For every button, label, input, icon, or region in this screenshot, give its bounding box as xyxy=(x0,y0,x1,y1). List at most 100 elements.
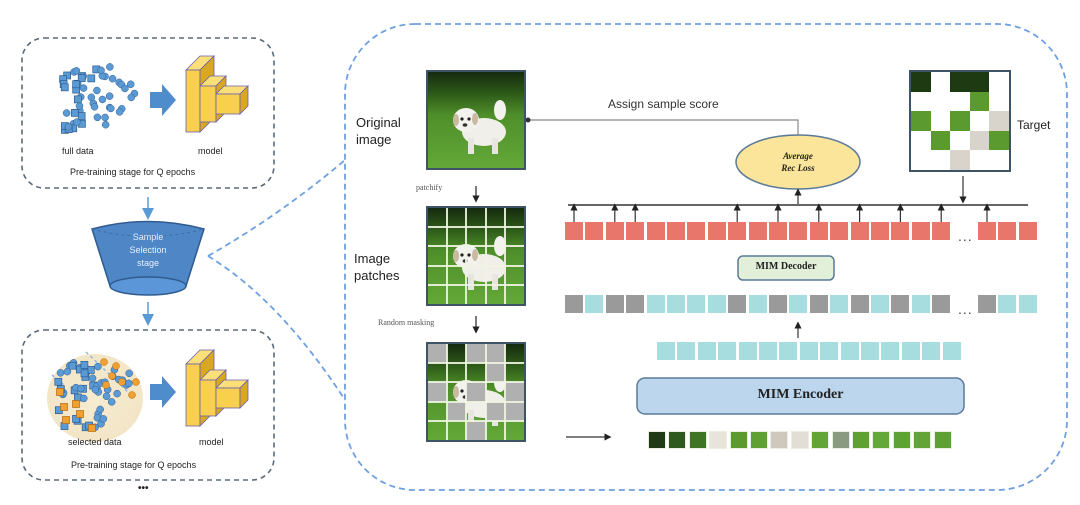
reconstruction-token xyxy=(891,222,910,240)
data-to-model-arrow-2 xyxy=(150,376,176,408)
empty-cell xyxy=(931,111,951,131)
data-to-model-arrow-1 xyxy=(150,84,176,116)
visible-patch xyxy=(648,431,666,449)
encoder-output-token xyxy=(657,342,675,360)
target-patch xyxy=(930,130,951,151)
visible-token xyxy=(667,295,685,313)
empty-cell xyxy=(911,92,931,112)
reconstruction-ellipsis: ... xyxy=(958,228,973,244)
reconstruction-token xyxy=(626,222,645,240)
mask-token xyxy=(728,295,747,313)
reconstruction-token xyxy=(830,222,849,240)
patch-gridline xyxy=(428,400,524,403)
reconstruction-token xyxy=(911,222,930,240)
decoder-input-ellipsis: ... xyxy=(958,301,973,317)
patch-gridline xyxy=(428,245,524,248)
mask-token xyxy=(769,295,787,313)
reconstruction-token xyxy=(809,222,828,240)
selection-label-3: stage xyxy=(136,258,160,268)
visible-patch xyxy=(831,431,850,449)
masked-patch xyxy=(428,344,448,364)
masked-patch xyxy=(504,382,524,402)
reconstruction-token xyxy=(789,222,808,240)
reconstruction-token xyxy=(707,222,726,240)
visible-patch xyxy=(750,431,768,449)
empty-cell xyxy=(931,150,951,170)
mim-encoder-label: MIM Encoder xyxy=(757,387,844,402)
selected-data-scatter xyxy=(54,358,140,432)
stage2-caption: Pre-training stage for Q epochs xyxy=(71,460,197,470)
random-masking-label: Random masking xyxy=(378,318,435,327)
selection-label-2: Selection xyxy=(129,245,167,255)
empty-cell xyxy=(950,131,970,151)
masked-patch xyxy=(466,344,486,364)
image-patches-label: Image patches xyxy=(354,250,400,284)
model-icon-2 xyxy=(185,349,249,427)
zoom-line-lower xyxy=(207,255,346,401)
mask-token xyxy=(932,295,951,313)
encoder-output-token xyxy=(861,342,879,360)
selected-data-label: selected data xyxy=(68,437,122,447)
target-patch xyxy=(989,130,1009,151)
visible-token xyxy=(998,295,1017,313)
sample-selection-funnel xyxy=(91,220,205,296)
visible-patch xyxy=(852,431,870,449)
pretraining-stage-1-box xyxy=(21,37,275,189)
mask-token xyxy=(978,295,996,313)
reconstruction-token xyxy=(748,222,767,240)
reconstruction-token xyxy=(769,222,787,240)
original-image-label-line2: image xyxy=(356,132,392,147)
reconstruction-token xyxy=(585,222,604,240)
loss-label-line1: Average xyxy=(783,151,813,161)
encoder-output-token xyxy=(677,342,696,360)
patch-gridline xyxy=(428,283,524,286)
visible-token xyxy=(1018,295,1037,313)
mim-encoder-box xyxy=(636,377,965,415)
pretraining-stage-2-box xyxy=(21,329,275,481)
assign-score-label: Assign sample score xyxy=(608,97,719,111)
visible-patch xyxy=(709,431,728,449)
patch-gridline xyxy=(428,419,524,422)
encoder-output-token xyxy=(881,342,900,360)
patchify-label: patchify xyxy=(416,183,443,192)
patch-gridline xyxy=(465,208,468,304)
visible-token xyxy=(830,295,849,313)
patch-gridline xyxy=(465,344,468,440)
detail-panel-box xyxy=(344,23,1068,491)
continuation-ellipsis: ••• xyxy=(138,483,149,494)
stage1-caption: Pre-training stage for Q epochs xyxy=(70,167,196,177)
encoder-output-token xyxy=(820,342,839,360)
mask-token xyxy=(891,295,910,313)
original-image-label: Original image xyxy=(356,114,401,148)
visible-token xyxy=(789,295,808,313)
visible-token xyxy=(707,295,726,313)
empty-cell xyxy=(931,72,951,92)
empty-cell xyxy=(950,92,970,112)
target-image xyxy=(909,70,1011,172)
visible-patch xyxy=(811,431,830,449)
patch-gridline xyxy=(484,344,487,440)
reconstruction-token xyxy=(998,222,1017,240)
mask-token xyxy=(626,295,645,313)
mask-token xyxy=(565,295,583,313)
encoder-output-token xyxy=(799,342,818,360)
target-patch xyxy=(969,130,990,151)
image-patches-label-line2: patches xyxy=(354,268,400,283)
visible-patch xyxy=(913,431,932,449)
encoder-output-token xyxy=(779,342,798,360)
visible-patch xyxy=(933,431,952,449)
encoder-output-token xyxy=(718,342,737,360)
selection-label-1: Sample xyxy=(132,232,164,242)
patch-gridline xyxy=(428,381,524,384)
masked-patch xyxy=(485,363,505,383)
patch-gridline xyxy=(503,344,506,440)
original-image-label-line1: Original xyxy=(356,115,401,130)
patch-gridline xyxy=(428,226,524,229)
mask-token xyxy=(605,295,624,313)
visible-token xyxy=(871,295,889,313)
reconstruction-arrows xyxy=(570,203,991,222)
visible-token xyxy=(911,295,930,313)
full-data-label: full data xyxy=(62,146,94,156)
empty-cell xyxy=(989,72,1009,92)
visible-patch xyxy=(770,431,789,449)
